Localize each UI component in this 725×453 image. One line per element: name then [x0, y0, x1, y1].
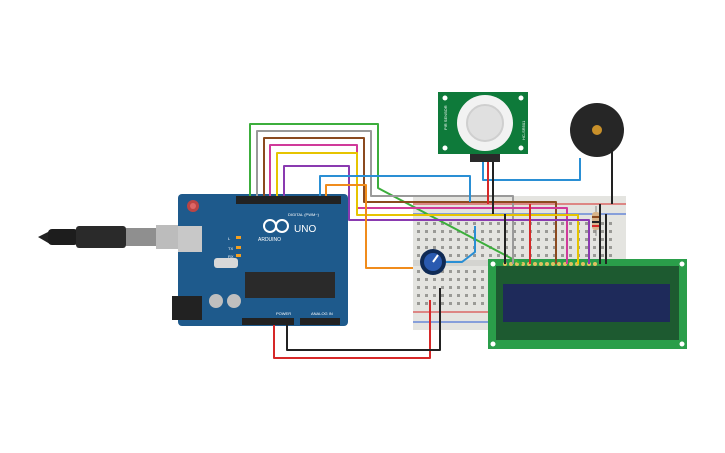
lcd-module[interactable] — [488, 259, 687, 349]
resistor-icon[interactable] — [592, 206, 600, 236]
led-label-rx: RX — [228, 254, 234, 259]
lcd-pin[interactable] — [551, 262, 555, 266]
wire-blue-pot[interactable] — [446, 226, 476, 263]
buzzer-icon[interactable] — [570, 103, 624, 157]
potentiometer-icon[interactable] — [420, 249, 446, 275]
led-label-l: L — [228, 236, 231, 241]
wire-orange[interactable] — [325, 184, 413, 269]
lcd-pin[interactable] — [569, 262, 573, 266]
power-label: POWER — [276, 311, 291, 316]
crystal — [214, 258, 238, 268]
analog-label: ANALOG IN — [311, 311, 333, 316]
wire-green[interactable] — [249, 123, 523, 265]
pir-side-label-left: PIR SENSOR — [443, 105, 448, 130]
analog-header[interactable] — [300, 318, 340, 325]
wire-brown[interactable] — [263, 137, 557, 264]
arduino-board[interactable]: ARDUINO UNO DIGITAL (PWM~) POWER ANALOG … — [172, 194, 348, 326]
digital-header[interactable] — [236, 196, 341, 204]
capacitor-2 — [227, 294, 241, 308]
pir-pins[interactable] — [470, 154, 500, 162]
lcd-pin[interactable] — [557, 262, 561, 266]
pir-side-label-right: HC-SR501 — [521, 120, 526, 140]
wire-blue-top[interactable] — [319, 175, 471, 202]
usb-port — [178, 226, 202, 252]
power-jack — [172, 296, 202, 320]
arduino-model: UNO — [294, 224, 316, 235]
digital-label: DIGITAL (PWM~) — [288, 212, 320, 217]
lcd-pin[interactable] — [593, 262, 597, 266]
pir-sensor[interactable]: PIR SENSOR HC-SR501 — [438, 92, 528, 162]
wire-black-power[interactable] — [286, 288, 441, 351]
lcd-pin[interactable] — [539, 262, 543, 266]
usb-cable-icon[interactable] — [38, 225, 178, 249]
lcd-pin[interactable] — [581, 262, 585, 266]
capacitor-1 — [209, 294, 223, 308]
wire-red-power[interactable] — [273, 300, 431, 359]
led-label-tx: TX — [228, 246, 233, 251]
atmega-chip — [245, 272, 335, 298]
power-header[interactable] — [242, 318, 294, 325]
lcd-pin[interactable] — [545, 262, 549, 266]
arduino-logo-icon — [263, 219, 289, 233]
wire-blue-sensor[interactable] — [482, 158, 581, 181]
arduino-brand: ARDUINO — [258, 237, 281, 243]
lcd-pin[interactable] — [533, 262, 537, 266]
lcd-screen — [503, 284, 670, 322]
wires[interactable] — [249, 123, 613, 359]
wire-purple[interactable] — [283, 165, 590, 264]
